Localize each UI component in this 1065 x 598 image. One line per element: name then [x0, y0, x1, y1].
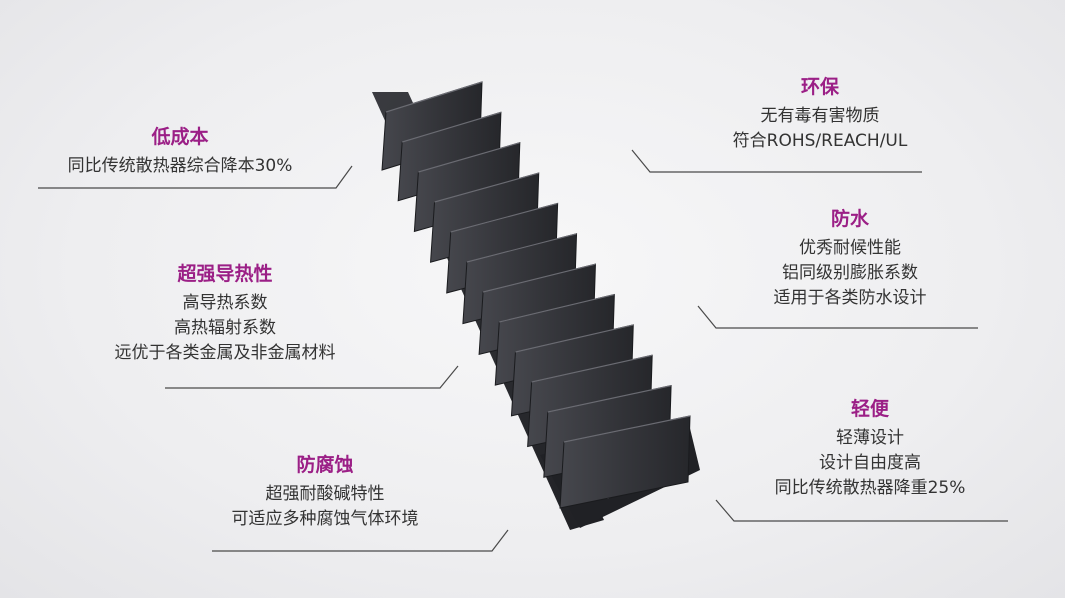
feature-waterproof-title: 防水	[830, 208, 869, 230]
feature-low-cost: 低成本 同比传统散热器综合降本30%	[30, 124, 330, 179]
heatsink-fin-edge	[531, 354, 653, 383]
feature-lightweight-line: 同比传统散热器降重25%	[774, 478, 966, 498]
feature-lightweight-title: 轻便	[850, 398, 889, 420]
feature-eco-line: 符合ROHS/REACH/UL	[732, 131, 908, 151]
feature-thermal-line: 远优于各类金属及非金属材料	[114, 343, 336, 363]
feature-thermal-line: 高热辐射系数	[174, 318, 276, 338]
feature-waterproof-line: 优秀耐候性能	[799, 238, 901, 258]
feature-thermal: 超强导热性 高导热系数 高热辐射系数 远优于各类金属及非金属材料	[70, 261, 380, 366]
heatsink-fin-edge	[385, 81, 483, 113]
feature-lightweight: 轻便 轻薄设计 设计自由度高 同比传统散热器降重25%	[740, 396, 1000, 501]
feature-anticorrosion-line: 超强耐酸碱特性	[265, 484, 385, 504]
feature-eco-title: 环保	[800, 76, 839, 98]
heatsink-fin-edge	[499, 293, 615, 323]
feature-anticorrosion-title: 防腐蚀	[296, 454, 354, 476]
heatsink-fin-edge	[547, 385, 672, 413]
feature-anticorrosion: 防腐蚀 超强耐酸碱特性 可适应多种腐蚀气体环境	[190, 452, 460, 532]
feature-eco: 环保 无有毒有害物质 符合ROHS/REACH/UL	[685, 74, 955, 154]
heatsink-fin-edge	[434, 172, 539, 203]
feature-low-cost-title: 低成本	[151, 126, 209, 148]
feature-anticorrosion-line: 可适应多种腐蚀气体环境	[231, 509, 419, 529]
feature-thermal-line: 高导热系数	[182, 293, 268, 313]
heatsink-fin-edge	[450, 202, 558, 233]
heatsink-fin-edge	[418, 142, 520, 173]
heatsink-fin-edge	[515, 324, 634, 353]
heatsink-fin-edge	[563, 415, 691, 443]
feature-waterproof: 防水 优秀耐候性能 铝同级别膨胀系数 适用于各类防水设计	[720, 206, 980, 311]
feature-lightweight-line: 轻薄设计	[836, 428, 904, 448]
feature-waterproof-line: 适用于各类防水设计	[773, 288, 927, 308]
feature-low-cost-line: 同比传统散热器综合降本30%	[67, 156, 293, 176]
heatsink-fin-edge	[466, 233, 577, 263]
heatsink-fin-edge	[482, 263, 596, 293]
feature-eco-line: 无有毒有害物质	[760, 106, 880, 126]
feature-waterproof-line: 铝同级别膨胀系数	[782, 263, 918, 283]
feature-thermal-title: 超强导热性	[177, 263, 273, 285]
feature-lightweight-line: 设计自由度高	[819, 453, 921, 473]
heatsink-fin-edge	[402, 111, 502, 143]
